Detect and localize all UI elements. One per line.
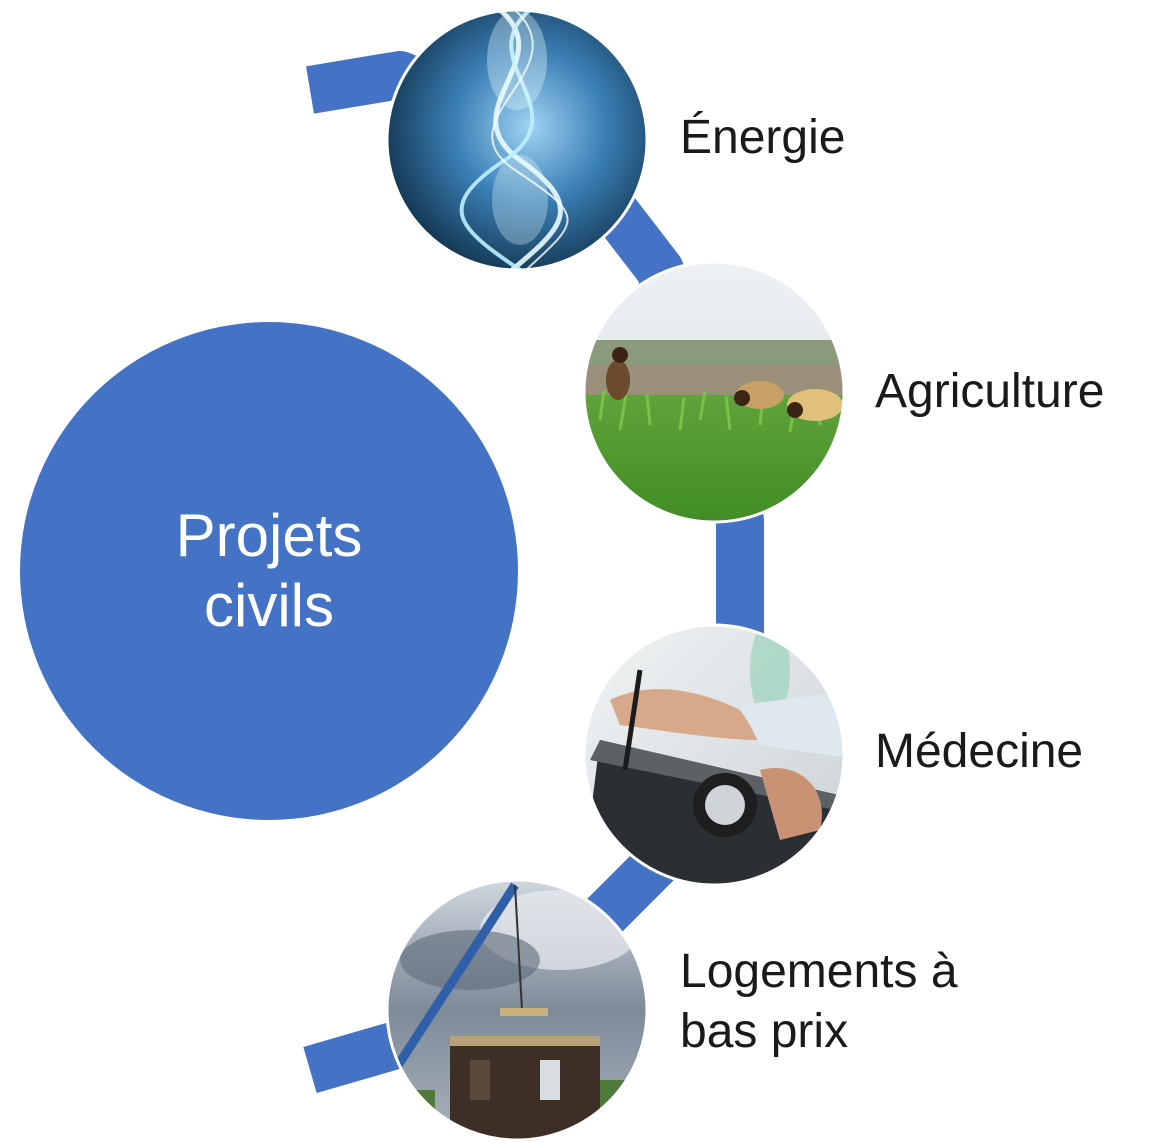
center-node: Projets civils bbox=[20, 322, 518, 820]
energy-photo-circle bbox=[385, 8, 649, 272]
medicine-label: Médecine bbox=[875, 725, 1084, 778]
medicine-photo-circle bbox=[582, 623, 846, 887]
energy-label: Énergie bbox=[680, 111, 846, 164]
center-label-line1: Projets bbox=[175, 502, 363, 569]
agriculture-label: Agriculture bbox=[875, 365, 1105, 418]
housing-photo-circle bbox=[385, 878, 649, 1142]
center-label-line2: civils bbox=[204, 572, 334, 639]
housing-label: Logements à bas prix bbox=[680, 945, 958, 1058]
agriculture-photo-circle bbox=[582, 260, 846, 524]
